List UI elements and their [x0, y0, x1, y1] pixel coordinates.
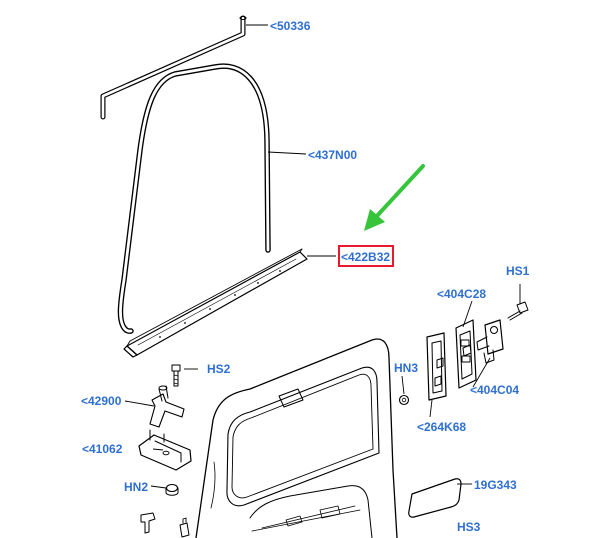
label-hs1[interactable]: HS1: [506, 264, 530, 278]
label-19g343[interactable]: 19G343: [474, 478, 517, 492]
highlight-box: [338, 245, 394, 267]
hinge-assembly: [398, 301, 529, 406]
left-hardware: [138, 364, 192, 538]
label-hs2[interactable]: HS2: [207, 362, 231, 376]
leader-lines: [124, 24, 521, 489]
part-50336-rod: [100, 15, 247, 120]
label-hn2[interactable]: HN2: [124, 480, 148, 494]
label-42900[interactable]: <42900: [81, 394, 122, 408]
label-264k68[interactable]: <264K68: [417, 420, 466, 434]
part-19g343-cover: [408, 478, 462, 518]
part-437n00-weatherstrip: [117, 63, 271, 334]
label-422b32[interactable]: <422B32: [341, 250, 390, 264]
door-panel: [195, 338, 398, 538]
part-labels: <50336 <437N00 <422B32 HS1 <404C28 HN3 <…: [81, 19, 530, 534]
pointer-arrow: [364, 164, 425, 231]
label-hn3[interactable]: HN3: [394, 361, 418, 375]
part-422b32-moulding: [123, 248, 308, 358]
label-404c28[interactable]: <404C28: [437, 287, 486, 301]
label-41062[interactable]: <41062: [82, 442, 123, 456]
label-50336[interactable]: <50336: [270, 19, 311, 33]
label-hs3[interactable]: HS3: [457, 520, 481, 534]
label-437n00[interactable]: <437N00: [308, 148, 357, 162]
label-404c04[interactable]: <404C04: [470, 383, 519, 397]
